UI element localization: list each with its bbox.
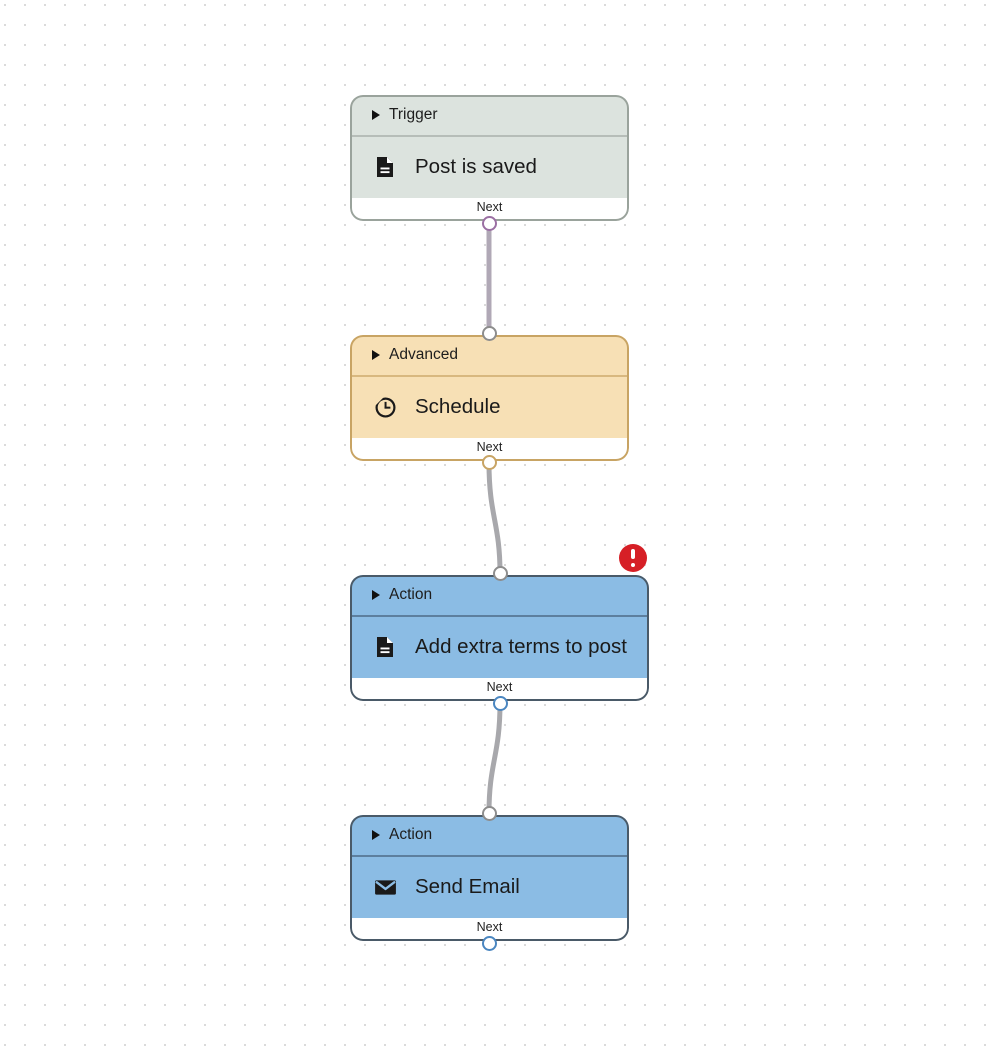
node-body-action-1[interactable]: Add extra terms to post (350, 616, 649, 678)
node-body-action-2[interactable]: Send Email (350, 856, 629, 918)
node-header-trigger[interactable]: Trigger (350, 95, 629, 135)
node-body-advanced[interactable]: Schedule (350, 376, 629, 438)
node-divider (350, 615, 649, 617)
next-label: Next (476, 439, 503, 454)
next-label: Next (486, 679, 513, 694)
node-body-trigger[interactable]: Post is saved (350, 136, 629, 198)
output-port-advanced-schedule[interactable] (482, 455, 497, 470)
clock-icon (372, 394, 398, 420)
node-footer-next[interactable]: Next (350, 197, 629, 221)
node-header-advanced[interactable]: Advanced (350, 335, 629, 375)
output-port-action-send-email[interactable] (482, 936, 497, 951)
node-divider (350, 855, 629, 857)
workflow-node-advanced-schedule[interactable]: Advanced Schedule Next (350, 335, 629, 461)
node-category-label: Trigger (389, 106, 438, 124)
output-port-trigger-post-saved[interactable] (482, 216, 497, 231)
next-label: Next (476, 919, 503, 934)
edge-action1-to-action2 (486, 700, 503, 816)
node-header-action-2[interactable]: Action (350, 815, 629, 855)
node-footer-next[interactable]: Next (350, 917, 629, 941)
output-port-action-add-extra-terms[interactable] (493, 696, 508, 711)
node-footer-next[interactable]: Next (350, 677, 649, 701)
status-badge-error[interactable] (619, 544, 647, 572)
document-icon (372, 154, 398, 180)
input-port-action-send-email[interactable] (482, 806, 497, 821)
error-exclamation-icon (631, 549, 635, 567)
node-title-label: Schedule (415, 394, 501, 418)
node-category-label: Action (389, 586, 433, 604)
chevron-right-icon[interactable] (372, 350, 380, 360)
edge-advanced-to-action1 (486, 460, 503, 576)
workflow-node-action-send-email[interactable]: Action Send Email Next (350, 815, 629, 941)
node-title-label: Add extra terms to post (415, 634, 627, 658)
node-divider (350, 135, 629, 137)
node-divider (350, 375, 629, 377)
chevron-right-icon[interactable] (372, 830, 380, 840)
workflow-node-action-add-extra-terms[interactable]: Action Add extra terms to post Next (350, 575, 649, 701)
node-category-label: Action (389, 826, 433, 844)
document-icon (372, 634, 398, 660)
workflow-node-trigger-post-saved[interactable]: Trigger Post is saved Next (350, 95, 629, 221)
chevron-right-icon[interactable] (372, 110, 380, 120)
node-footer-next[interactable]: Next (350, 437, 629, 461)
input-port-advanced-schedule[interactable] (482, 326, 497, 341)
node-header-action-1[interactable]: Action (350, 575, 649, 615)
node-title-label: Send Email (415, 874, 520, 898)
envelope-icon (372, 874, 398, 900)
node-title-label: Post is saved (415, 154, 537, 178)
node-category-label: Advanced (389, 346, 458, 364)
chevron-right-icon[interactable] (372, 590, 380, 600)
next-label: Next (476, 199, 503, 214)
input-port-action-add-extra-terms[interactable] (493, 566, 508, 581)
